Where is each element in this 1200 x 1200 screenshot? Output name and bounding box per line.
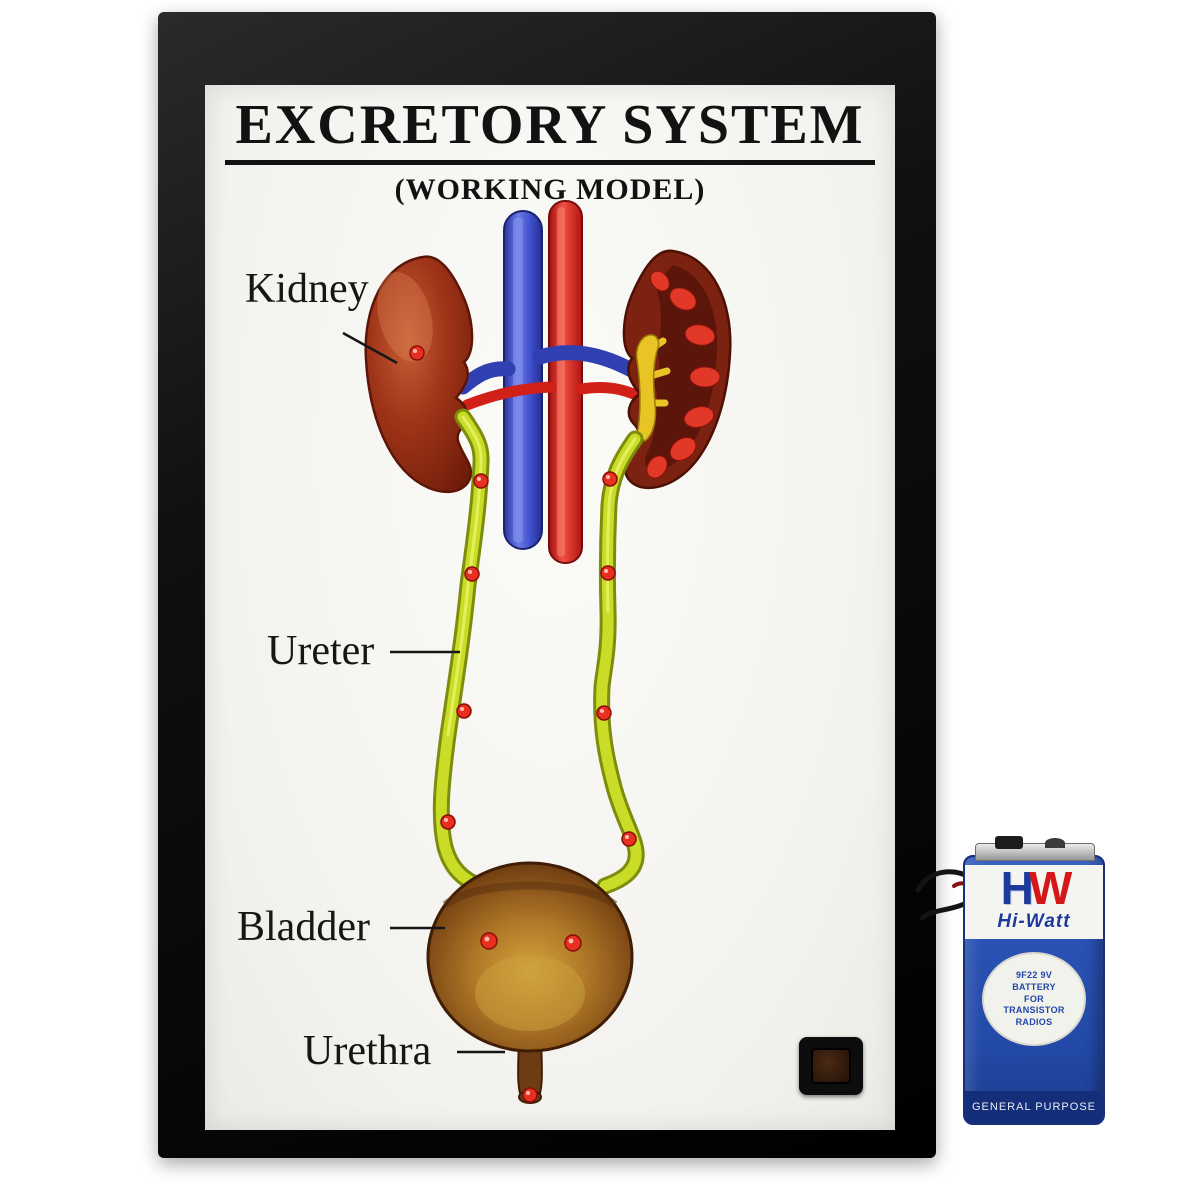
battery-brand-panel: HW Hi-Watt — [965, 865, 1103, 940]
battery-logo-w: W — [1028, 862, 1072, 914]
battery-label-line: 9F22 9V — [1015, 970, 1053, 981]
battery-cap — [975, 843, 1095, 861]
led-indicators — [409, 345, 637, 1103]
battery-label-line: RADIOS — [1015, 1016, 1053, 1027]
battery-footer-text: GENERAL PURPOSE — [971, 1101, 1096, 1113]
kidney-left-shape — [364, 255, 474, 494]
kidney-right-shape — [622, 249, 732, 490]
excretory-system-diagram — [342, 200, 732, 1104]
battery: HW Hi-Watt 9F22 9V BATTERY FOR TRANSISTO… — [963, 836, 1105, 1125]
label-leader-lines — [342, 331, 505, 1054]
battery-brand-name: Hi-Watt — [997, 911, 1071, 933]
battery-logo: HW — [965, 865, 1103, 911]
battery-label-line: BATTERY — [1012, 981, 1056, 992]
poster: EXCRETORY SYSTEM (WORKING MODEL) Kidney … — [205, 85, 895, 1130]
battery-label-oval: 9F22 9V BATTERY FOR TRANSISTOR RADIOS — [982, 952, 1086, 1047]
poster-header: EXCRETORY SYSTEM (WORKING MODEL) — [205, 93, 895, 207]
battery-label-line: TRANSISTOR — [1003, 1005, 1065, 1016]
model-board: EXCRETORY SYSTEM (WORKING MODEL) Kidney … — [158, 12, 936, 1158]
page-title: EXCRETORY SYSTEM — [225, 93, 875, 165]
poster-subtitle: (WORKING MODEL) — [394, 173, 706, 206]
power-switch-button — [811, 1048, 851, 1084]
power-switch — [799, 1037, 863, 1095]
bladder-shape — [426, 861, 634, 1053]
ureter-tubes — [432, 408, 645, 895]
battery-label-line: FOR — [1024, 993, 1044, 1004]
battery-footer-band: GENERAL PURPOSE — [965, 1091, 1103, 1123]
urethra-label: Urethra — [303, 1028, 432, 1074]
ureter-label: Ureter — [267, 628, 375, 674]
bladder-label: Bladder — [237, 904, 370, 950]
battery-terminal-icon — [995, 836, 1023, 849]
battery-logo-h: H — [1000, 862, 1034, 914]
battery-terminal2-icon — [1045, 838, 1065, 848]
kidney-label: Kidney — [245, 266, 369, 312]
battery-body: HW Hi-Watt 9F22 9V BATTERY FOR TRANSISTO… — [963, 855, 1105, 1125]
